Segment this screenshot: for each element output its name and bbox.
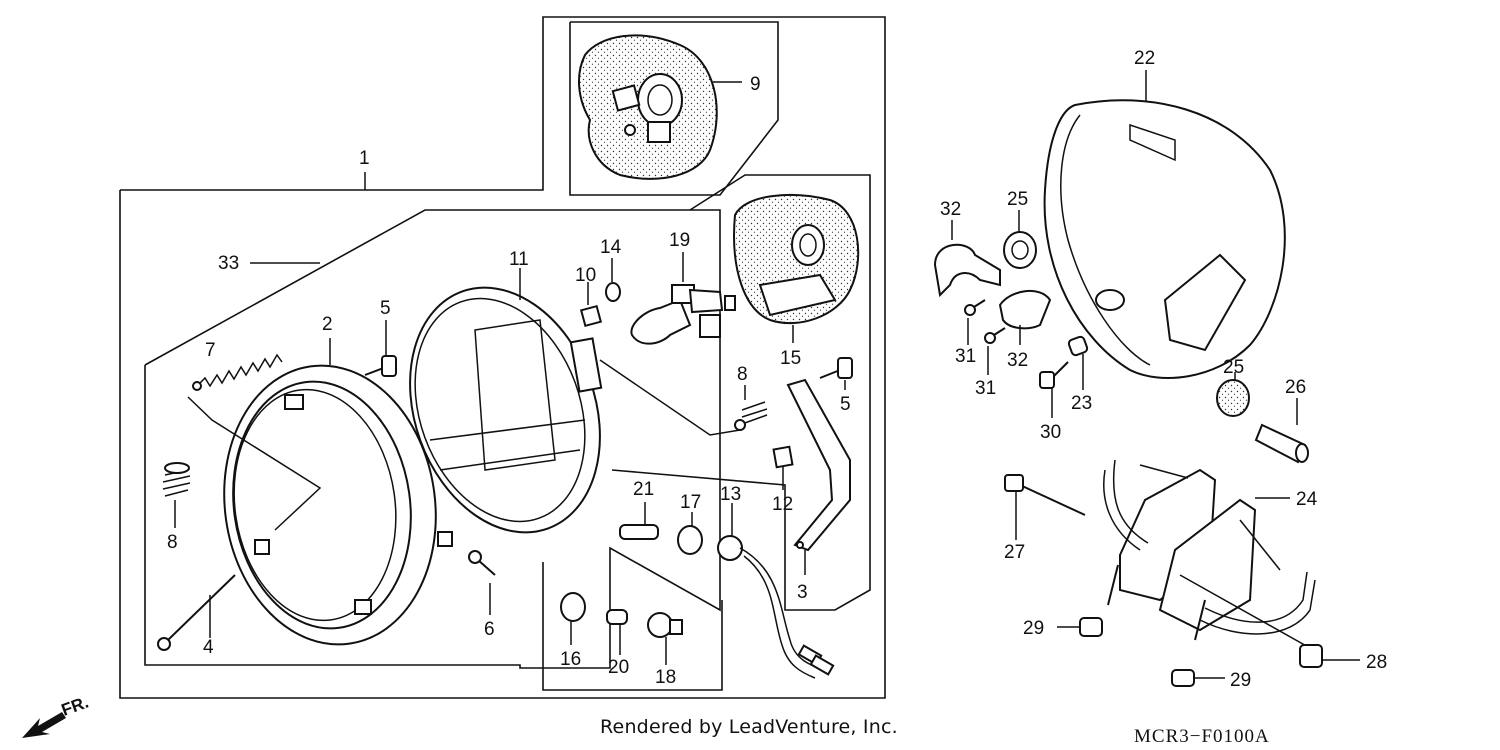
- bolt-27-part: [1004, 474, 1086, 516]
- subframe-bulbs: [542, 562, 723, 691]
- callout-10: 10: [575, 265, 596, 286]
- stud-part: [1107, 564, 1206, 641]
- spring-7-part: [192, 353, 283, 391]
- headlight-shell-part: [1043, 99, 1286, 379]
- bracket-3-part: [786, 378, 851, 552]
- callout-17: 17: [680, 492, 701, 513]
- callout-25a: 25: [1007, 189, 1028, 210]
- clip-32-part: [933, 243, 1001, 298]
- callout-15: 15: [780, 348, 801, 369]
- front-direction-label: FR.: [59, 693, 91, 720]
- callout-13: 13: [720, 484, 741, 505]
- screw-6-part: [468, 550, 496, 576]
- grommet-16-part: [560, 592, 586, 622]
- callout-12: 12: [772, 494, 793, 515]
- bolt-5-part: [364, 355, 397, 377]
- callout-23: 23: [1071, 393, 1092, 414]
- screw-31b-part: [984, 327, 1006, 344]
- bolt-30-part: [1039, 361, 1069, 389]
- clip-32b-part: [998, 289, 1052, 330]
- cap-10-part: [579, 304, 603, 328]
- nut-29-part: [1079, 617, 1103, 637]
- callout-19: 19: [669, 230, 690, 251]
- callout-29b: 29: [1230, 670, 1251, 691]
- bolt-5b-part: [819, 357, 853, 379]
- callout-3: 3: [797, 582, 808, 603]
- mount-bracket-24-part: [1103, 459, 1316, 649]
- callout-9: 9: [750, 74, 761, 95]
- callout-1: 1: [359, 148, 370, 169]
- callout-8b: 8: [737, 364, 748, 385]
- callout-30: 30: [1040, 422, 1061, 443]
- callout-33: 33: [218, 253, 239, 274]
- bulb-21-part: [619, 524, 659, 540]
- socket-13-part: [717, 535, 835, 679]
- assembly-frame-outer: [119, 16, 886, 699]
- nut-23-part: [1067, 335, 1089, 357]
- callout-26: 26: [1285, 377, 1306, 398]
- callout-29a: 29: [1023, 618, 1044, 639]
- callout-16: 16: [560, 649, 581, 670]
- bulb-14-part: [605, 282, 621, 302]
- callout-6: 6: [484, 619, 495, 640]
- socket-cover-part: [733, 194, 860, 325]
- render-credit: Rendered by LeadVenture, Inc.: [600, 716, 898, 738]
- callout-22: 22: [1134, 48, 1155, 69]
- callout-31a: 31: [955, 346, 976, 367]
- headlight-case-part: [578, 34, 718, 180]
- nut-12-part: [772, 445, 794, 469]
- screw-31-part: [964, 299, 986, 316]
- callout-11: 11: [509, 249, 529, 270]
- socket-18-part: [647, 612, 683, 638]
- callout-2: 2: [322, 314, 333, 335]
- callout-7: 7: [205, 340, 216, 361]
- grommet-25-part: [1003, 231, 1037, 269]
- callout-14: 14: [600, 237, 622, 258]
- callout-20: 20: [608, 657, 629, 678]
- callout-25b: 25: [1223, 357, 1244, 378]
- headlight-bulb-part: [630, 284, 736, 345]
- diagram-code: MCR3−F0100A: [1134, 726, 1270, 747]
- spring-8-part: [162, 462, 191, 497]
- grommet-17-part: [677, 525, 703, 555]
- callout-5a: 5: [380, 298, 391, 319]
- nut-29b-part: [1171, 669, 1195, 687]
- callout-4: 4: [203, 637, 214, 658]
- headlight-lens-part: [409, 286, 603, 534]
- leader-lines: [174, 70, 1360, 679]
- callout-31b: 31: [975, 378, 996, 399]
- bulb-20-part: [606, 609, 628, 625]
- callout-18: 18: [655, 667, 676, 688]
- collar-26-part: [1254, 423, 1309, 464]
- callout-labels: 1 2 3 4 5 5 6 7 8 8 9 10 11 12 13 14 15 …: [167, 48, 1387, 691]
- callout-24: 24: [1296, 489, 1318, 510]
- screw-4-part: [157, 574, 236, 651]
- callout-5b: 5: [840, 394, 851, 415]
- spring-8b-part: [734, 401, 768, 431]
- callout-28: 28: [1366, 652, 1387, 673]
- front-direction-arrow-icon: FR.: [22, 693, 91, 738]
- subframe-socket-15: [611, 174, 871, 611]
- headlight-rim-part: [223, 364, 453, 646]
- grommet-25b-part: [1216, 379, 1250, 417]
- assembly-frame-headlight-33: [144, 209, 721, 669]
- subframe-case-9: [569, 21, 779, 196]
- callout-21: 21: [633, 479, 654, 500]
- callout-32a: 32: [940, 199, 961, 220]
- nut-28-part: [1299, 644, 1323, 668]
- callout-8a: 8: [167, 532, 178, 553]
- callout-32b: 32: [1007, 350, 1028, 371]
- callout-27: 27: [1004, 542, 1025, 563]
